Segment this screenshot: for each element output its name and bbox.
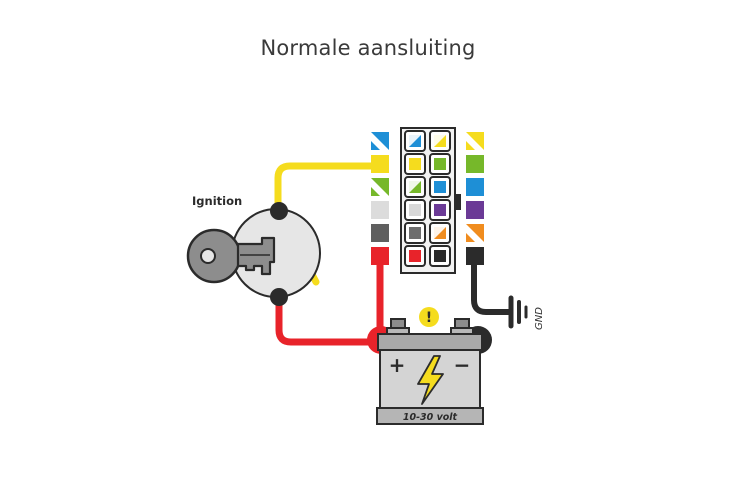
- connector-pin-blue: [429, 176, 451, 198]
- connector-pin-red: [404, 245, 426, 267]
- battery-plus-label: +: [389, 353, 406, 377]
- black-ground-wire: [471, 259, 513, 315]
- connector-pin-green-white: [404, 176, 426, 198]
- swatch-black: [466, 247, 484, 265]
- ignition-terminal-bottom: [270, 288, 288, 306]
- swatch-blue-white: [371, 132, 389, 150]
- battery-minus-label: −: [454, 353, 471, 377]
- connector-pin-white: [404, 199, 426, 221]
- ignition-switch: [186, 202, 321, 306]
- connector-pin-black: [429, 245, 451, 267]
- left-wire-swatches: [371, 132, 389, 265]
- ground-symbol: [508, 295, 528, 329]
- connector-pin-yellow-white: [429, 130, 451, 152]
- connector-pin-green: [429, 153, 451, 175]
- connector-pin-yellow: [404, 153, 426, 175]
- battery: + − 10-30 volt: [367, 318, 492, 425]
- swatch-purple: [466, 201, 484, 219]
- right-wire-swatches: [466, 132, 484, 265]
- swatch-green: [466, 155, 484, 173]
- connector: [400, 127, 461, 274]
- swatch-blue: [466, 178, 484, 196]
- swatch-orange-white: [466, 224, 484, 242]
- swatch-gray: [371, 224, 389, 242]
- connector-pin-purple: [429, 199, 451, 221]
- red-wire-ignition: [275, 293, 384, 346]
- connector-pin-orange-white: [429, 222, 451, 244]
- gnd-label: GND: [534, 307, 545, 330]
- yellow-wire: [274, 162, 384, 214]
- connector-pin-blue-white: [404, 130, 426, 152]
- lightning-bolt-icon: [417, 355, 444, 405]
- page-title: Normale aansluiting: [260, 36, 476, 60]
- swatch-yellow: [371, 155, 389, 173]
- warning-icon: !: [419, 307, 439, 327]
- battery-voltage-label: 10-30 volt: [403, 412, 458, 423]
- swatch-green-white: [371, 178, 389, 196]
- swatch-yellow-white: [466, 132, 484, 150]
- swatch-white: [371, 201, 389, 219]
- swatch-red: [371, 247, 389, 265]
- ignition-terminal-top: [270, 202, 288, 220]
- svg-text:!: !: [426, 310, 432, 326]
- connector-pin-gray: [404, 222, 426, 244]
- key-icon: [186, 228, 276, 284]
- ignition-label: Ignition: [192, 194, 242, 208]
